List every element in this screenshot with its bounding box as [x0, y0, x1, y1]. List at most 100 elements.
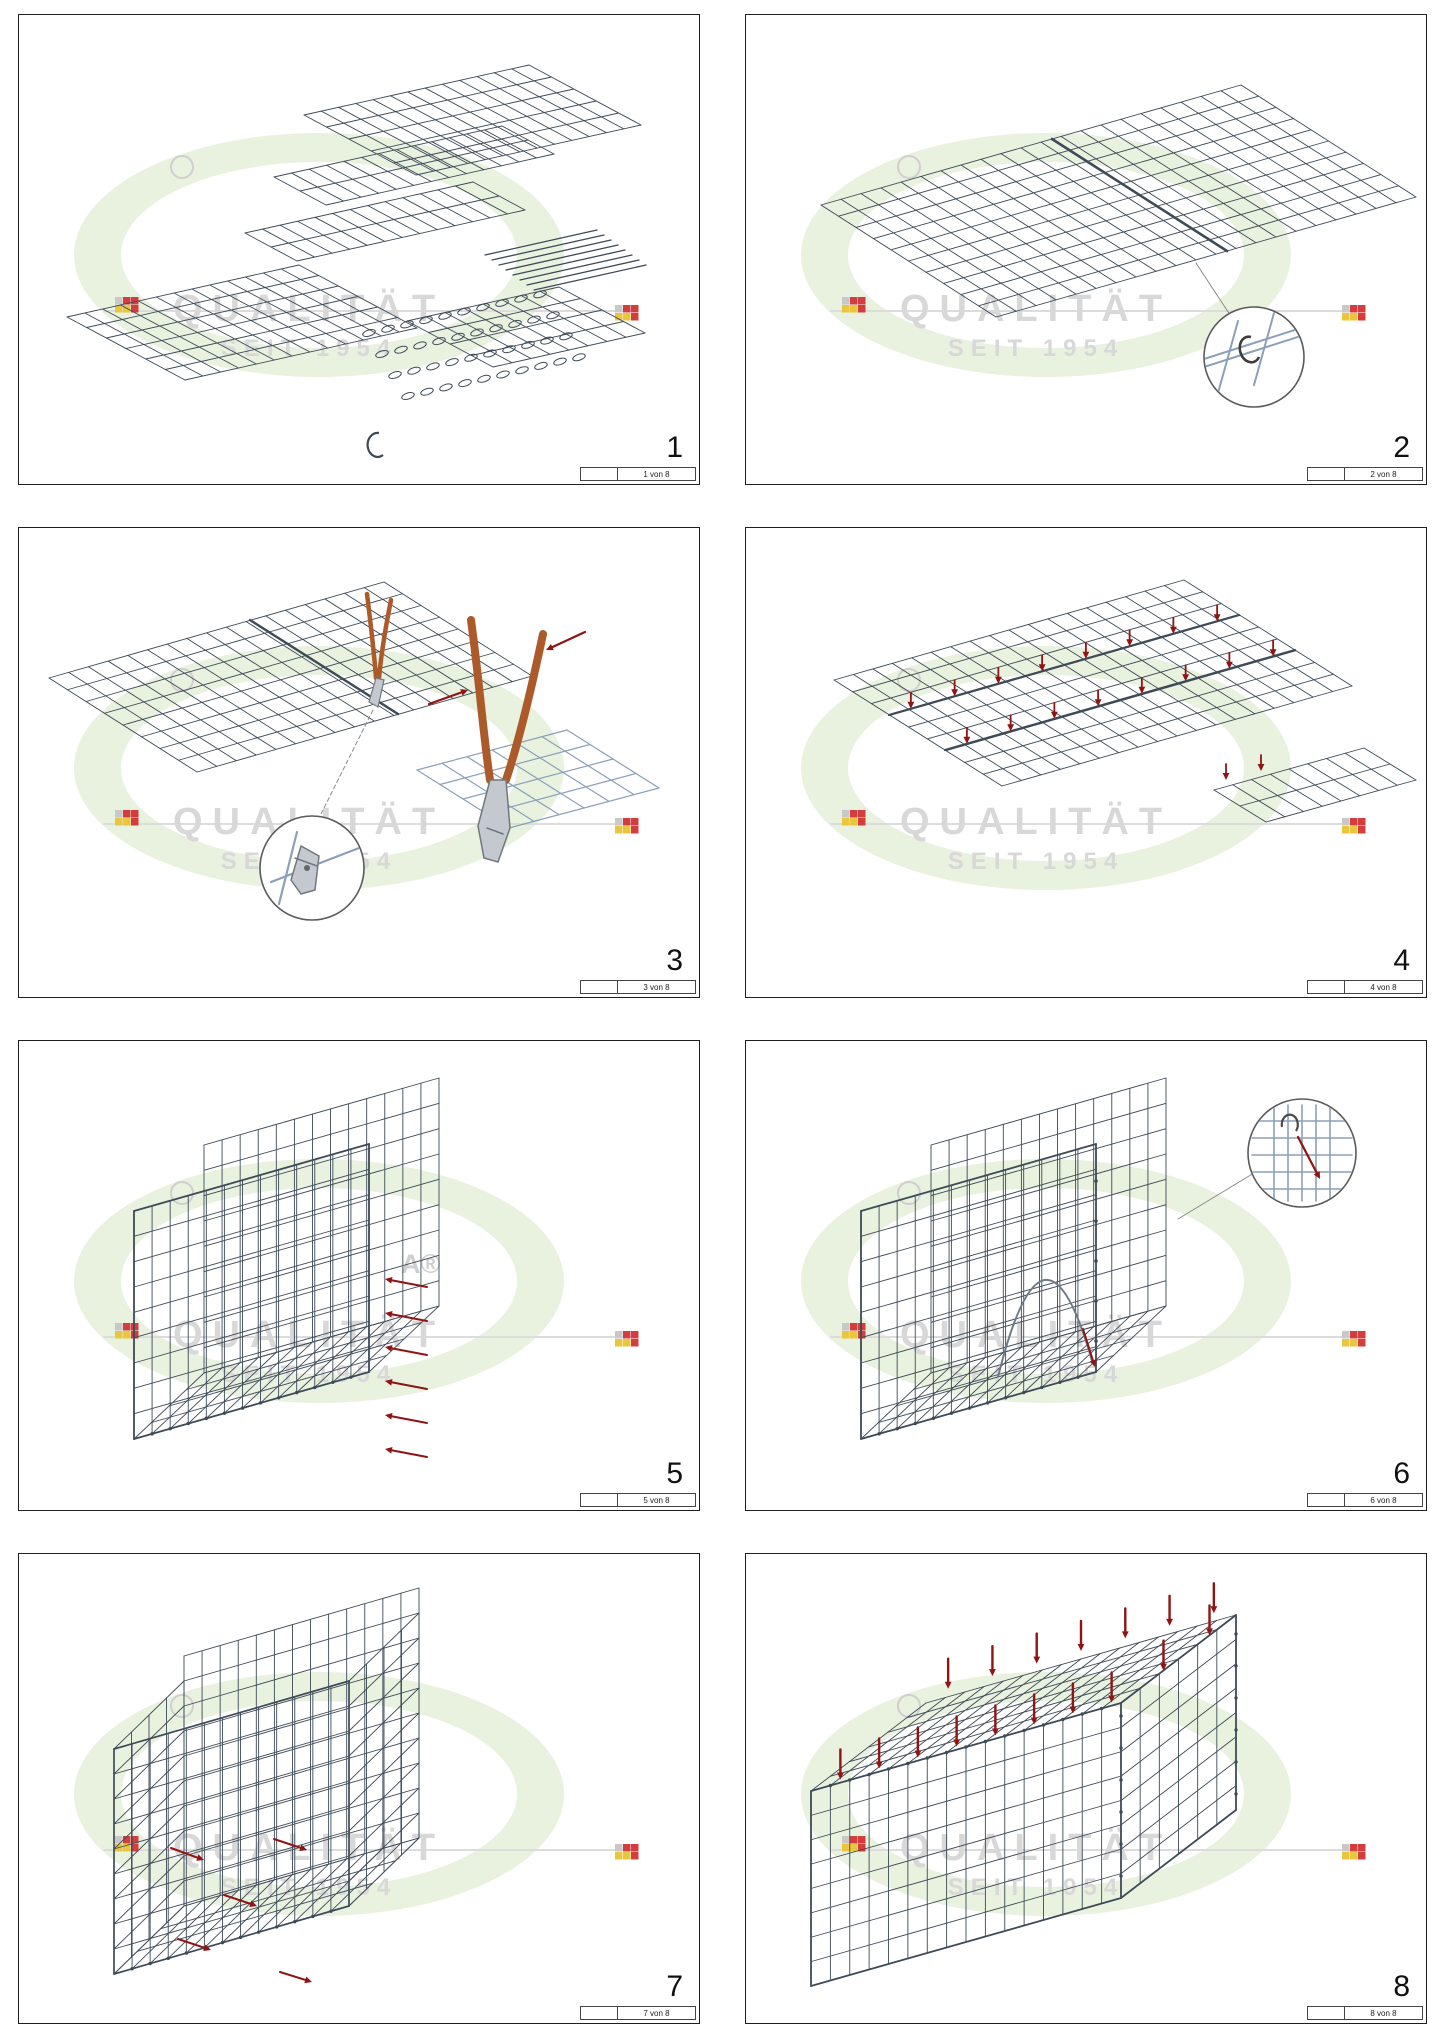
- clip-dot: [1119, 1714, 1123, 1718]
- sheet-label-box: 1 von 8: [580, 467, 696, 481]
- sheet-label: 2 von 8: [1370, 469, 1397, 479]
- clip-dot: [949, 1411, 954, 1415]
- clip-dot: [1094, 1179, 1098, 1183]
- watermark-quality-text: QUALITÄT: [900, 1826, 1172, 1869]
- clip-dot: [240, 1406, 245, 1410]
- c-hook: [1238, 335, 1261, 364]
- brand-flag-icon: [1342, 1331, 1366, 1347]
- red-arrow: [1030, 1693, 1038, 1725]
- clip-dot: [204, 1416, 209, 1421]
- clip-dot: [222, 1411, 227, 1415]
- red-arrow: [1257, 754, 1265, 771]
- red-arrow: [279, 1971, 312, 1984]
- clip-dot: [166, 1956, 170, 1961]
- magnifier-detail: [269, 830, 361, 906]
- red-arrow: [385, 1378, 428, 1390]
- sheet-label-box: 3 von 8: [580, 980, 696, 994]
- red-arrow: [1296, 1135, 1320, 1179]
- clip-dot: [1080, 1712, 1084, 1716]
- red-arrow: [1050, 701, 1058, 719]
- clip-dot: [867, 1772, 871, 1777]
- step-number: 5: [666, 1457, 683, 1490]
- red-arrow: [1126, 629, 1134, 647]
- clip-dot: [1021, 1390, 1026, 1395]
- red-arrow: [914, 1726, 922, 1758]
- red-arrow: [385, 1412, 428, 1424]
- red-arrow: [1094, 689, 1102, 707]
- watermark-mark: [897, 155, 921, 179]
- clip-dot: [1234, 1696, 1238, 1700]
- clip-dot: [983, 1739, 988, 1744]
- brand-flag-icon: [615, 1844, 639, 1860]
- red-arrow: [989, 1644, 996, 1677]
- sheet-label: 5 von 8: [643, 1495, 670, 1505]
- clip-dot: [1022, 1728, 1026, 1733]
- sheet-label-box: 2 von 8: [1307, 467, 1423, 481]
- clip-dot: [985, 1401, 990, 1405]
- brand-flag-icon: [115, 810, 139, 826]
- red-arrow: [546, 630, 587, 651]
- red-arrow: [223, 1894, 257, 1908]
- clip-dot: [925, 1756, 929, 1760]
- red-arrow: [836, 1748, 844, 1780]
- mesh-large-panel: [66, 264, 418, 381]
- red-arrow: [1082, 641, 1090, 659]
- watermark-mark: [170, 1181, 194, 1205]
- brand-flag-icon: [615, 1331, 639, 1347]
- clip-dot: [1234, 1632, 1238, 1636]
- sheet-label-left-cell: [581, 981, 618, 993]
- red-arrow: [1077, 1619, 1085, 1651]
- watermark-quality-text: QUALITÄT: [900, 1313, 1172, 1356]
- magnifier-detail: [1205, 312, 1303, 394]
- step-number: 8: [1393, 1970, 1410, 2003]
- brand-flag-icon: [842, 297, 866, 313]
- red-arrow: [907, 691, 915, 709]
- clip-dot: [886, 1767, 891, 1771]
- red-arrow: [1033, 1632, 1041, 1664]
- lacing-wire: [997, 1278, 1093, 1378]
- magnifier-detail: [1251, 1104, 1353, 1202]
- c-hook: [1280, 1113, 1299, 1132]
- mesh-small-panel: [406, 286, 646, 368]
- step-number: 2: [1393, 431, 1410, 464]
- watermark-mark: [170, 1694, 194, 1718]
- watermark-mark: [897, 1181, 921, 1205]
- clip-dot: [293, 1919, 297, 1924]
- clip-dot: [1119, 1842, 1123, 1846]
- spiral-clips-field: [362, 290, 586, 400]
- step-number: 6: [1393, 1457, 1410, 1490]
- watermark-since-text: SEIT 1954: [948, 1874, 1124, 1901]
- clip-dot: [1119, 1746, 1123, 1750]
- brand-flag-icon: [1342, 818, 1366, 834]
- brand-flag-icon: [615, 305, 639, 321]
- sheet-label-box: 4 von 8: [1307, 980, 1423, 994]
- red-arrow: [385, 1344, 428, 1356]
- sheet-label-left-cell: [1308, 1494, 1345, 1506]
- clip-dot: [184, 1951, 189, 1955]
- brand-flag-icon: [1342, 305, 1366, 321]
- clip-dot: [1099, 1706, 1104, 1711]
- red-arrow: [1169, 616, 1177, 634]
- clip-dot: [828, 1783, 833, 1788]
- clip-dot: [848, 1778, 852, 1782]
- step-number: 3: [666, 944, 683, 977]
- red-arrow: [944, 1657, 952, 1689]
- red-arrow: [1222, 763, 1230, 780]
- brand-flag-icon: [842, 810, 866, 826]
- red-arrow: [427, 689, 468, 706]
- clip-dot: [274, 1925, 279, 1929]
- clip-dot: [1094, 1339, 1098, 1343]
- sheet-label-left-cell: [1308, 2007, 1345, 2019]
- red-arrow: [1206, 1604, 1213, 1636]
- sheet-label-left-cell: [581, 1494, 618, 1506]
